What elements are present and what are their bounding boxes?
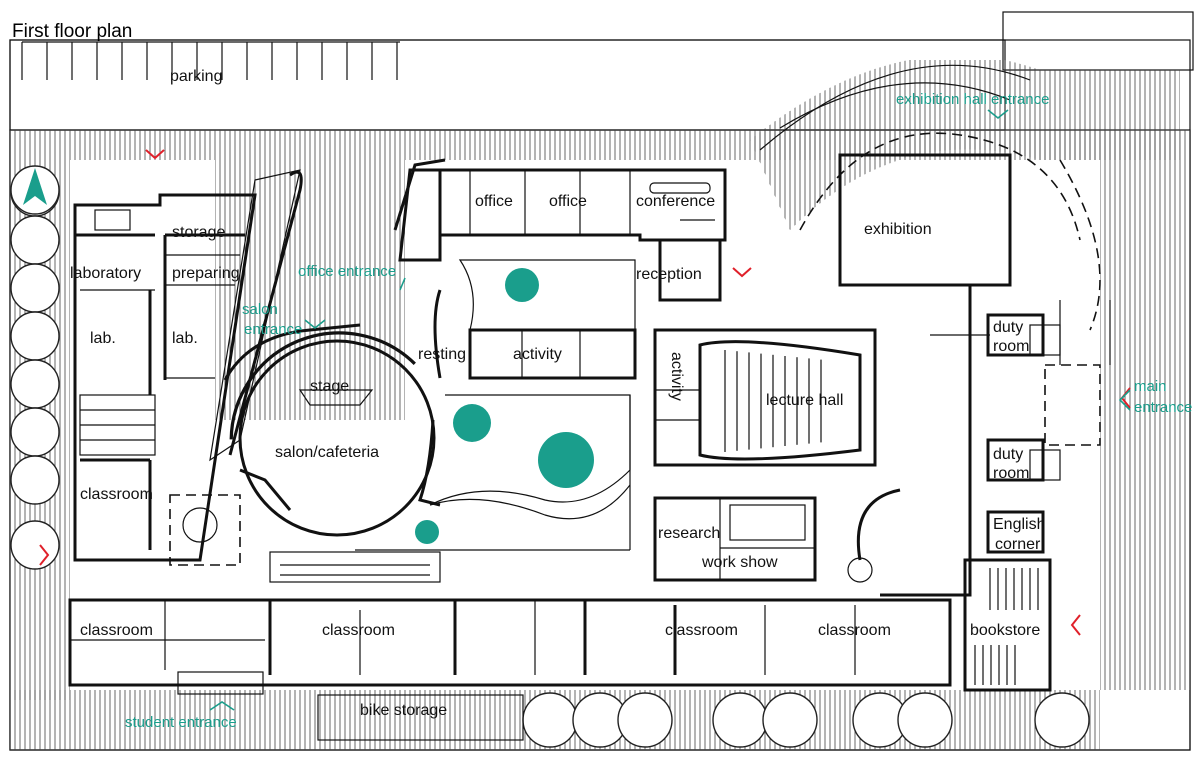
label-salon-entrance-line-2: entrance [244, 321, 302, 338]
room-exhibition: exhibition [864, 221, 932, 238]
room-lab-2: lab. [172, 330, 198, 347]
entrance-markers [39, 149, 1131, 636]
room-storage: storage [172, 224, 225, 241]
label-main-entrance-line-2: entrance [1134, 399, 1192, 416]
room-english-line-1: English [993, 516, 1045, 533]
label-salon-entrance-line-1: salon [242, 301, 278, 318]
landscape-hatching [10, 60, 1190, 750]
room-stage: stage [310, 378, 349, 395]
label-exhibition-hall-entrance: exhibition hall entrance [896, 91, 1049, 108]
site-boundary [9, 11, 1194, 751]
room-duty-2-line-1: duty [993, 446, 1023, 463]
label-office-entrance: office entrance [298, 263, 396, 280]
room-work-show: work show [701, 554, 778, 571]
room-office-2: office [549, 193, 587, 210]
room-english-line-2: corner [995, 536, 1041, 553]
building-walls [68, 153, 1111, 741]
room-reception: reception [636, 266, 702, 283]
room-lecture-hall: lecture hall [766, 392, 843, 409]
room-duty-2-line-2: room [993, 465, 1029, 482]
room-activity-2: activity [668, 352, 685, 401]
courtyard-trees [415, 268, 594, 544]
room-preparing: preparing [172, 265, 240, 282]
room-classroom-west: classroom [80, 486, 153, 503]
parking-area [9, 39, 1006, 131]
room-classroom-southwest: classroom [80, 622, 153, 639]
room-classroom-south-3: classroom [818, 622, 891, 639]
label-parking: parking [170, 68, 222, 85]
room-lab-1: lab. [90, 330, 116, 347]
room-activity-1: activity [513, 346, 562, 363]
entrance-arrow-icon [209, 109, 1131, 711]
room-duty-1-line-1: duty [993, 319, 1023, 336]
room-laboratory: laboratory [70, 265, 141, 282]
room-resting: resting [418, 346, 466, 363]
label-student-entrance: student entrance [125, 714, 237, 731]
room-classroom-south-1: classroom [322, 622, 395, 639]
north-arrow-icon [10, 165, 60, 215]
room-classroom-south-2: classroom [665, 622, 738, 639]
room-salon-cafeteria: salon/cafeteria [275, 444, 379, 461]
room-duty-1-line-2: room [993, 338, 1029, 355]
room-office-1: office [475, 193, 513, 210]
room-conference: conference [636, 193, 715, 210]
label-main-entrance-line-1: main [1134, 378, 1167, 395]
room-bookstore: bookstore [970, 622, 1040, 639]
label-bike-storage: bike storage [360, 702, 447, 719]
plan-title: First floor plan [12, 21, 132, 42]
room-research: research [658, 525, 720, 542]
